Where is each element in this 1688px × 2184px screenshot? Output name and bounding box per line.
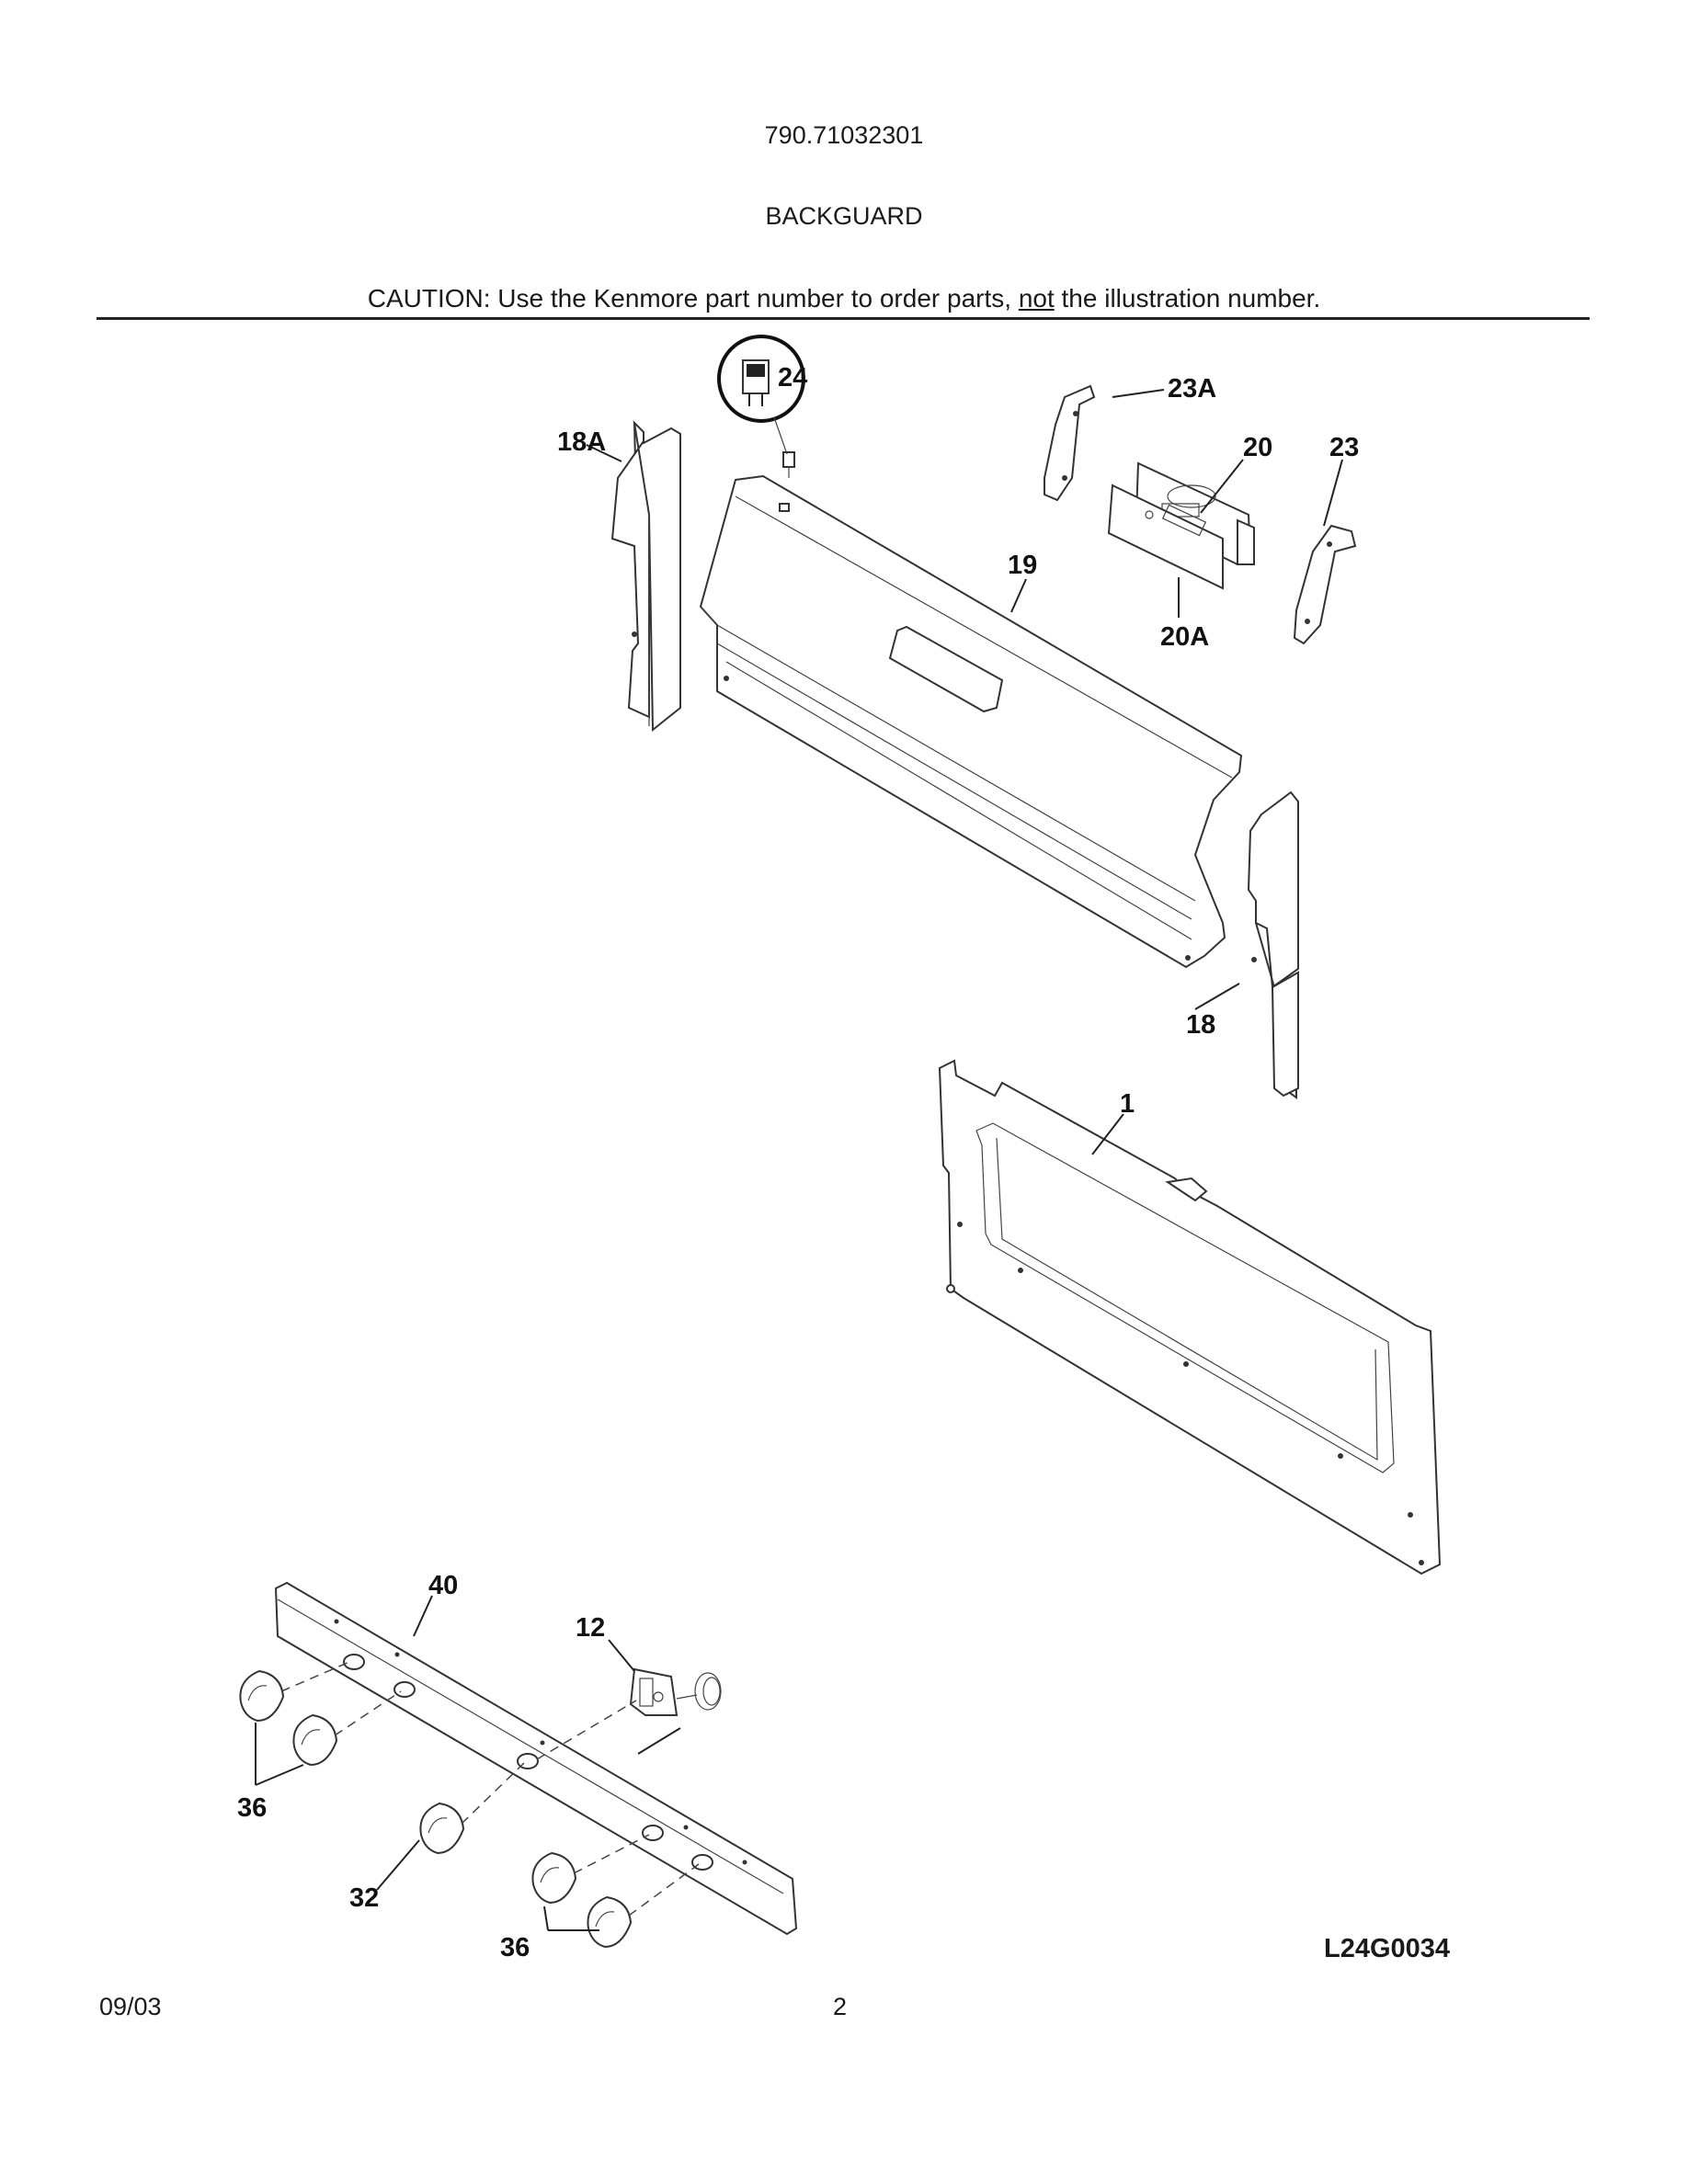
part-40-control-panel <box>274 1581 798 1936</box>
part-23-clock-bracket <box>1293 524 1357 645</box>
part-18A-left-bracket <box>610 420 681 733</box>
part-20A-clock-overlay <box>1107 483 1224 590</box>
callout-18: 18 <box>1186 1010 1215 1040</box>
illustration-id: L24G0034 <box>1324 1934 1451 1963</box>
caution-suffix: the illustration number. <box>1054 284 1321 313</box>
leader-lines <box>255 389 1343 1931</box>
section-title: BACKGUARD <box>765 202 923 230</box>
caution-emphasis: not <box>1018 284 1055 313</box>
callout-36-right: 36 <box>500 1933 530 1962</box>
caution-note: CAUTION: Use the Kenmore part number to … <box>0 284 1688 313</box>
callout-23: 23 <box>1329 433 1359 462</box>
part-24-switch-inset <box>717 335 805 478</box>
header-divider <box>97 317 1590 320</box>
callout-32: 32 <box>349 1883 379 1913</box>
knob-36-left-b <box>292 1713 338 1767</box>
callout-1: 1 <box>1120 1089 1135 1119</box>
revision-date: 09/03 <box>99 1993 162 2020</box>
page-number: 2 <box>833 1993 848 2020</box>
callout-40: 40 <box>428 1571 458 1600</box>
callout-24: 24 <box>778 363 807 392</box>
model-number: 790.71032301 <box>764 121 924 149</box>
callout-19: 19 <box>1008 551 1037 580</box>
callout-36-left: 36 <box>237 1793 267 1823</box>
callout-12: 12 <box>576 1613 605 1643</box>
callout-20A: 20A <box>1160 622 1209 652</box>
knob-32-center <box>419 1802 465 1855</box>
knob-36-left-a <box>239 1669 285 1723</box>
part-19-backguard-cover <box>699 474 1243 969</box>
alignment-lines <box>280 1661 700 1917</box>
part-12-infinite-switch <box>629 1667 722 1755</box>
part-1-rear-panel <box>938 1059 1442 1575</box>
part-18-right-bracket <box>1247 791 1299 1099</box>
callout-23A: 23A <box>1168 374 1216 404</box>
callout-18A: 18A <box>557 427 606 457</box>
knob-36-right-a <box>531 1851 577 1905</box>
knob-36-right-b <box>587 1895 633 1949</box>
callout-20: 20 <box>1243 433 1272 462</box>
caution-prefix: CAUTION: Use the Kenmore part number to … <box>367 284 1019 313</box>
part-23A-clock-bracket <box>1044 384 1096 502</box>
